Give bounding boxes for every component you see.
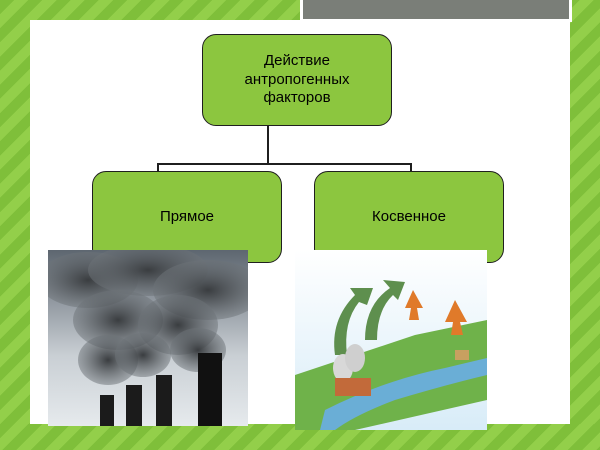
acid-rain-cycle-diagram [295, 250, 487, 430]
root-node-label: Действие антропогенных факторов [244, 51, 350, 107]
root-node: Действие антропогенных факторов [202, 34, 392, 126]
connector-horizontal [157, 163, 411, 165]
child-node-direct-label: Прямое [159, 207, 215, 225]
child-node-indirect: Косвенное [314, 171, 504, 263]
child-node-direct: Прямое [92, 171, 282, 263]
title-tab [300, 0, 572, 22]
slide-canvas: Действие антропогенных факторов Прямое К… [30, 20, 570, 424]
connector-right-down [410, 163, 412, 171]
connector-root-down [267, 126, 269, 164]
connector-left-down [157, 163, 159, 171]
smokestacks-photo [48, 250, 248, 426]
child-node-indirect-label: Косвенное [372, 207, 446, 225]
